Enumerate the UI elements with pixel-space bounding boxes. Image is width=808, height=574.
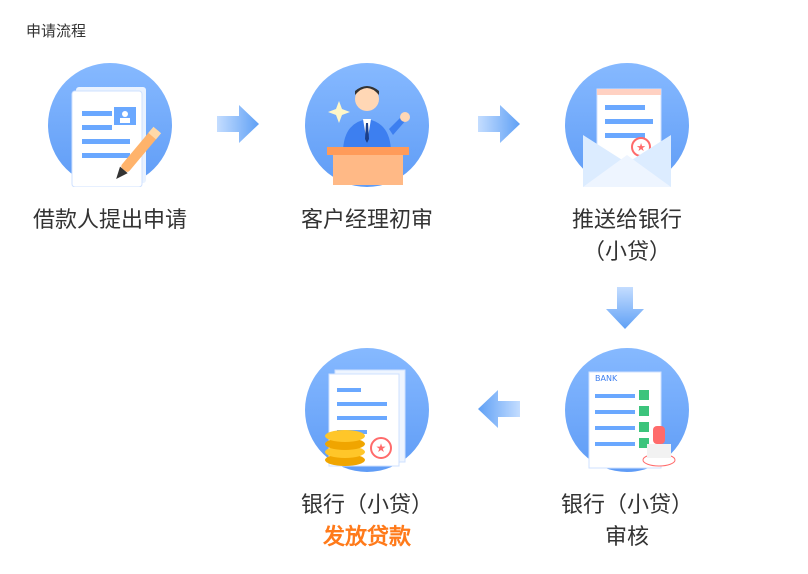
step-loan-disbursement: ★ 银行（小贷） 发放贷款 [257, 348, 477, 554]
step-circle [48, 63, 172, 187]
svg-text:★: ★ [636, 141, 646, 154]
step-highlight-label: 发放贷款 [322, 525, 411, 550]
step-sublabel: （小贷） [582, 240, 671, 265]
arrow-down-icon [606, 287, 644, 329]
step-label: 银行（小贷） [300, 493, 433, 518]
step-push-to-bank: ★ 推送给银行 （小贷） [517, 63, 737, 269]
step-sublabel: 审核 [604, 525, 649, 550]
step-circle: ★ [305, 348, 429, 472]
application-form-icon [71, 87, 162, 187]
step-borrower-application: 借款人提出申请 [0, 63, 220, 237]
envelope-letter-icon: ★ [583, 88, 671, 187]
arrow-left-icon [478, 390, 520, 428]
arrow-right-icon [478, 105, 520, 143]
arrow-right-icon [217, 105, 259, 143]
bank-review-icon: BANK [588, 371, 676, 469]
svg-text:★: ★ [376, 441, 387, 455]
step-circle: BANK [565, 348, 689, 472]
step-label: 银行（小贷） [560, 493, 693, 518]
loan-coins-icon: ★ [325, 369, 406, 467]
step-circle: ★ [565, 63, 689, 187]
step-label: 借款人提出申请 [32, 208, 187, 233]
step-circle [305, 63, 429, 187]
manager-podium-icon [327, 86, 410, 185]
step-label: 客户经理初审 [300, 208, 433, 233]
svg-text:BANK: BANK [595, 374, 618, 383]
step-label: 推送给银行 [571, 208, 682, 233]
step-manager-review: 客户经理初审 [257, 63, 477, 237]
step-bank-review: BANK 银行（小贷） 审核 [517, 348, 737, 554]
page-title: 申请流程 [26, 22, 87, 40]
